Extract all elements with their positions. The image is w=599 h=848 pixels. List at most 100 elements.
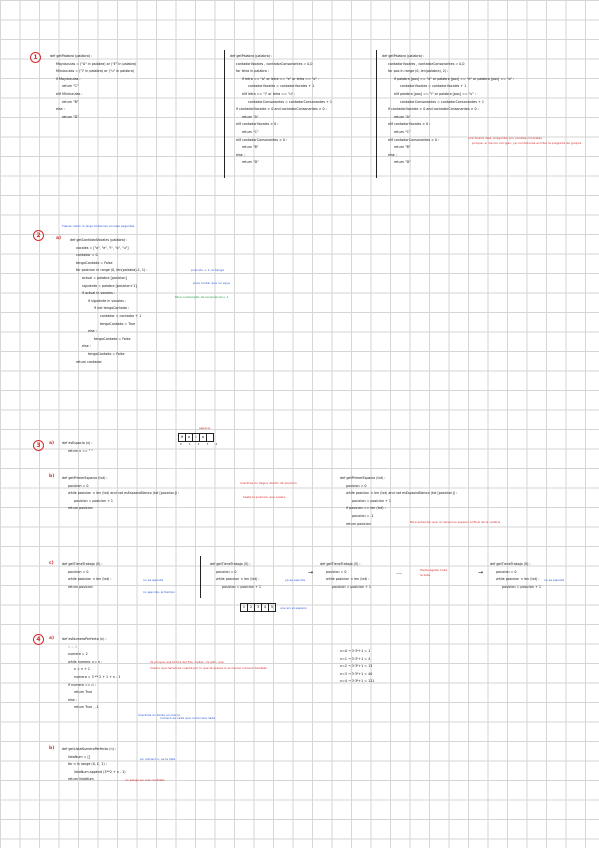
code-line: elif letra == "i" or letra == "u" : (242, 91, 296, 96)
code-line: siguiente = palabra [posicion+1] (82, 283, 137, 288)
code-line: def getPalabra (palabra) : (230, 54, 273, 58)
array-cell: H (179, 434, 186, 441)
code-line: for n in range (0, C, 1) : (68, 762, 107, 767)
code-line: if posicion == len (txt) : (346, 506, 386, 511)
code-line: if palabra [pos] == "a" or palabra [pos]… (394, 76, 515, 81)
code-line: posicion = 0 (68, 569, 89, 574)
code-line: posicion = 0 (346, 483, 367, 488)
code-line: else : (68, 697, 77, 702)
code-line: def getListaNumeroPerfecto (n) : (62, 747, 117, 751)
code-line: else : (388, 152, 397, 157)
code-line: while posicion < len (txt) : (496, 577, 540, 582)
exercise-4a-note: Ya porque una forma del 5to. visitar, mi… (150, 660, 224, 664)
exercise-3a-sub: a) (49, 441, 55, 446)
code-line: for posicion in range (0, len(palabra)-1… (76, 268, 148, 273)
code-line: return "B" (242, 145, 259, 150)
code-line: contadorVocales = contadorVocales + 1 (248, 84, 315, 89)
code-line: def getTieneTrabajo (S) : (320, 562, 361, 566)
code-line: if not tengoContado : (94, 306, 130, 311)
code-line: return "D" (242, 160, 259, 165)
code-line: tengoContado = False (88, 351, 125, 356)
exercise-4b-note-2: no pongo en una cantidad (125, 778, 165, 782)
exercise-3b-sub: b) (49, 474, 55, 479)
exercise-4b-note: en número n, se la lista (140, 757, 176, 761)
code-line: listaNum.append (3**2 + n - 1) (74, 769, 126, 774)
code-line: n=0 → 3·3⁰+1 = 1 (340, 649, 371, 653)
code-line: if contadorVocales > 0 and contadorConso… (236, 107, 327, 112)
code-line: n = n + 1 (74, 667, 90, 672)
code-line: numero = 3 ** 2 + 1 + n - 1 (74, 674, 121, 679)
code-line: Minúsculas = ("i" in palabra) or ("u" in… (56, 69, 134, 74)
code-line: def esEspacio (x) : (62, 441, 93, 445)
code-line: def getPrimerEspacio (txt) : (340, 476, 386, 480)
exercise-1-col-c: def getPalabra (palabra) :contadorVocale… (382, 53, 514, 167)
code-line: return posicion (346, 521, 371, 526)
exercise-4a-note-3: mientras no tarda en marca (138, 713, 180, 717)
exercise-3b-left-note: mientras no llegue dentro de posicion (240, 481, 297, 485)
code-line: contadorVocales = contadorVocales + 1 (400, 84, 467, 89)
code-line: contadorConsonantes = contadorConsonante… (248, 99, 332, 104)
code-line: return "D" (394, 160, 411, 165)
array-cell: 5 (270, 605, 274, 609)
exercise-3c-box-note: una sin el espacio (280, 606, 307, 610)
code-line: listaNum = [] (68, 754, 91, 759)
code-line: else : (236, 152, 245, 157)
exercise-4a-note-2: mismo que hacemos cuenta por lo que te q… (150, 666, 268, 670)
code-line: def getTieneTrabajo (S) : (490, 562, 531, 566)
code-line: return True (74, 690, 93, 695)
code-line: def getTieneTrabajo (S) : (62, 562, 103, 566)
code-line: elif contadorVocales > 0 : (388, 122, 431, 127)
code-line: tengoContado = False (94, 336, 131, 341)
code-line: posicion = posicion + 1 (222, 584, 261, 589)
exercise-3c-note-1: no se ejecuta (143, 578, 164, 582)
exercise-3-number: 3 (33, 440, 44, 451)
code-line: return "A" (394, 114, 411, 119)
code-line: elif contadorConsonantes > 0 : (236, 137, 288, 142)
code-line: while posicion < len (txt) and not esEsp… (346, 491, 458, 496)
exercise-3a-code: def esEspacio (x) :return x == " " (62, 440, 93, 455)
code-line: n=4 → 3·3⁴+1 = 121 (340, 679, 375, 684)
exercise-2-note-1: posición + 1 no tenga (191, 268, 224, 272)
array-cell: 1 (241, 604, 248, 611)
exercise-2-header: Tienes razón lo largo todas las vocales … (62, 224, 135, 228)
code-line: if actual in vocales : (82, 291, 115, 296)
code-line: elif Minúsculas : (56, 91, 83, 96)
array-cell: 2 (248, 604, 255, 611)
code-line: posicion = posicion + 1 (74, 498, 113, 503)
exercise-4b-code: def getListaNumeroPerfecto (n) : listaNum… (62, 746, 126, 784)
code-line: n=1 → 3·3¹+1 = 4 (340, 656, 371, 661)
code-line: posicion = 0 (326, 569, 347, 574)
exercise-3b-left-code: def getPrimerEspacio (txt) :posicion = 0… (62, 475, 179, 513)
code-line: while numero <= n : (68, 659, 103, 664)
code-line: if letra == "a" or letra == "e" or letra… (242, 76, 320, 81)
code-line: posicion = 0 (68, 483, 89, 488)
exercise-4a-note-4: numero es cada que no bucare nada (160, 716, 216, 720)
code-line: contadorVocales , contadorConsonantes = … (388, 61, 465, 66)
code-line: posicion = 0 (496, 569, 517, 574)
array-cell: a (200, 434, 207, 441)
exercise-1-note: una buena idea, preguntar por vocales co… (468, 136, 542, 140)
arrow-icon: → (308, 569, 314, 576)
exercise-4-number: 4 (33, 634, 44, 645)
array-cell: o (186, 434, 193, 441)
code-line: numero = 2 (68, 652, 88, 657)
code-line: if numero == n : (68, 682, 96, 687)
exercise-3c-code-4: def getTieneTrabajo (S) : posicion = 0 whi… (490, 561, 541, 591)
code-line: else : (56, 107, 65, 112)
exercise-2-code: def getCantidadVocales (palabra) :vocale… (70, 237, 147, 366)
column-divider (376, 50, 377, 178)
code-line: tengoContado = False (76, 260, 113, 265)
code-line: posicion = posicion + 1 (332, 584, 371, 589)
exercise-2-note-2: para contar que no vaya (193, 281, 230, 285)
exercise-3c-note-4: no se ejecuta (544, 578, 565, 582)
code-line: def esNumeroPerfecto (n) : (62, 637, 107, 641)
code-line: actual = palabra [posicion] (82, 275, 127, 280)
code-line: if siguiente in vocales : (88, 298, 127, 303)
code-line: vocales = ["a", "e", "i", "o", "u"] (76, 245, 129, 250)
exercise-1-note-2: porque, si me los corrigen, ya condicion… (472, 141, 582, 145)
code-line: while posicion < len (txt) : (216, 577, 260, 582)
